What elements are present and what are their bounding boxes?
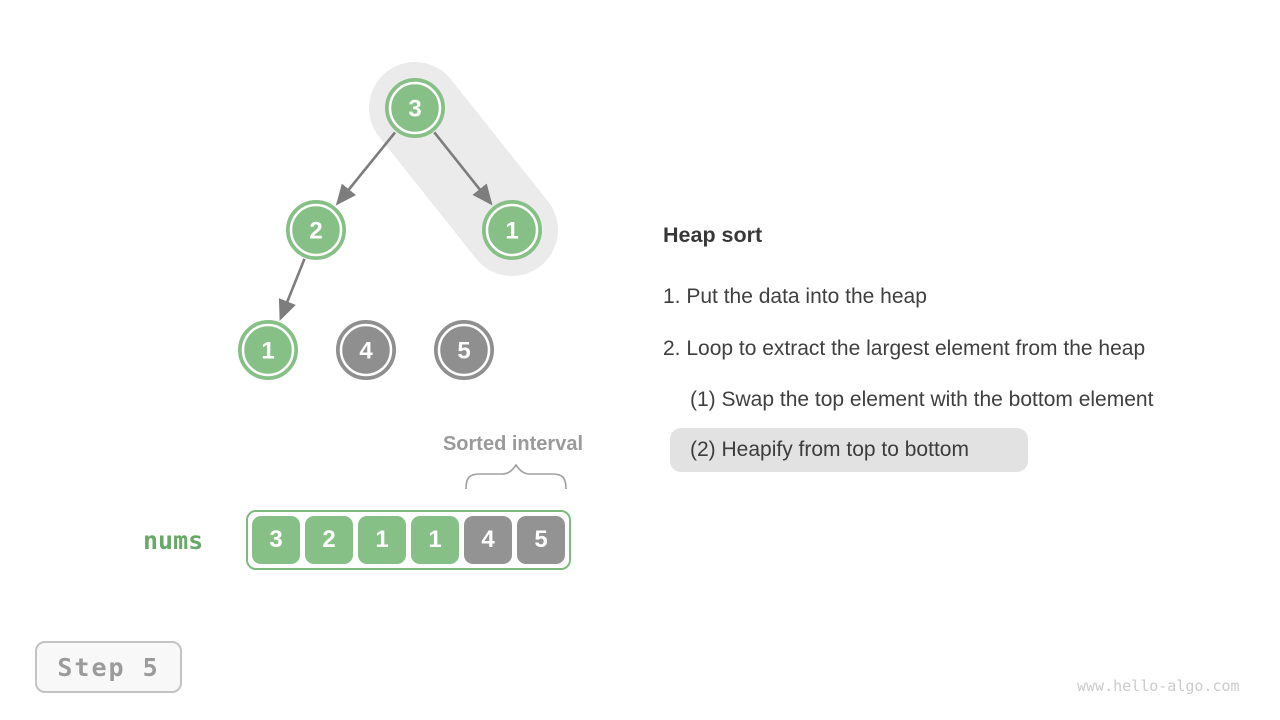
edge-root-to-left-child xyxy=(335,131,397,206)
edge-root-to-right-child xyxy=(433,131,493,206)
tree-node-value: 2 xyxy=(309,218,322,245)
tree-node-leaf-5: 5 xyxy=(434,320,494,380)
watermark: www.hello-algo.com xyxy=(1077,677,1240,695)
tree-node-root: 3 xyxy=(385,78,445,138)
list-item-swap: (1) Swap the top element with the bottom… xyxy=(690,388,1154,411)
tree-node-left: 2 xyxy=(286,200,346,260)
tree-node-value: 1 xyxy=(261,338,274,365)
tree-node-value: 3 xyxy=(408,96,421,123)
list-item-put-data: 1. Put the data into the heap xyxy=(663,285,927,308)
array-cell: 4 xyxy=(464,516,512,564)
sorted-interval-brace-icon xyxy=(465,464,567,490)
tree-node-value: 5 xyxy=(457,338,470,365)
edge-left-child-to-leaf xyxy=(278,258,306,321)
nums-label: nums xyxy=(143,526,204,555)
heap-tree-diagram: 3 2 1 1 4 5 xyxy=(238,62,558,380)
step-badge: Step 5 xyxy=(35,641,182,693)
array-cell: 3 xyxy=(252,516,300,564)
nums-array: 3 2 1 1 4 5 xyxy=(246,510,571,570)
array-cell: 5 xyxy=(517,516,565,564)
list-item-heapify-highlighted: (2) Heapify from top to bottom xyxy=(670,428,1028,472)
list-item-loop-extract: 2. Loop to extract the largest element f… xyxy=(663,337,1146,360)
array-cell: 2 xyxy=(305,516,353,564)
tree-node-leaf-4: 4 xyxy=(336,320,396,380)
tree-node-right: 1 xyxy=(482,200,542,260)
array-cell: 1 xyxy=(358,516,406,564)
sorted-interval-label: Sorted interval xyxy=(442,433,584,455)
tree-node-value: 4 xyxy=(359,338,373,365)
array-cell: 1 xyxy=(411,516,459,564)
panel-title: Heap sort xyxy=(663,223,763,247)
tree-node-value: 1 xyxy=(505,218,518,245)
tree-node-leaf-1: 1 xyxy=(238,320,298,380)
